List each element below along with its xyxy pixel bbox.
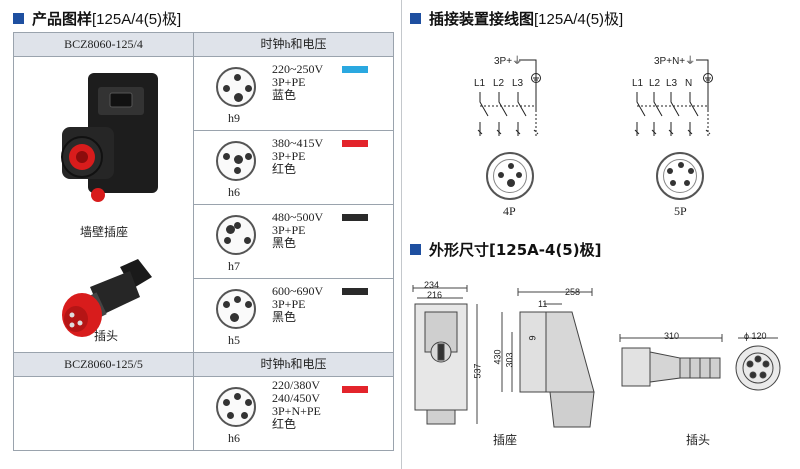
line-label-l1: L1 — [474, 78, 486, 89]
dim-310: 310 — [664, 331, 680, 341]
spec-text: 220/380V 240/450V 3P+N+PE 红色 — [272, 379, 321, 431]
voltage: 480~500V — [272, 210, 324, 224]
dim-537: 537 — [472, 363, 483, 379]
product-image-cell: 墙壁插座 插头 — [13, 56, 194, 353]
color-swatch — [342, 140, 368, 147]
diagram-name-5p: 5P — [674, 204, 687, 218]
column-divider — [401, 0, 402, 469]
line-label-l1: L1 — [632, 78, 644, 89]
socket-face-icon — [216, 387, 256, 427]
clock-label: h6 — [228, 431, 240, 445]
color-swatch — [342, 66, 368, 73]
wiring-top-label: 3P+⏚ — [494, 56, 523, 67]
dim-11: 11 — [538, 299, 548, 309]
clock-label: h5 — [228, 333, 240, 347]
spec-row-2: h6 380~415V 3P+PE 红色 — [193, 130, 394, 205]
socket-face-icon — [216, 141, 256, 181]
plug-face-4p-icon — [486, 152, 534, 200]
title-normal: [125A/4(5)极] — [534, 11, 624, 28]
caption-plug: 插头 — [94, 329, 119, 343]
poles: 3P+PE — [272, 149, 306, 163]
plug-face-5p-icon — [656, 152, 704, 200]
title-normal: [125A/4(5)极] — [92, 11, 182, 28]
section-title-dimensions: 外形尺寸 [125A-4(5)极] — [410, 239, 601, 260]
poles: 3P+N+PE — [272, 404, 321, 418]
socket-face-icon — [216, 67, 256, 107]
color-name: 黑色 — [272, 236, 297, 250]
line-label-n: N — [685, 78, 693, 89]
voltage-2: 240/450V — [272, 391, 320, 405]
spec-row-5: h6 220/380V 240/450V 3P+N+PE 红色 — [193, 376, 394, 451]
spec-row-3: h7 480~500V 3P+PE 黑色 — [193, 204, 394, 279]
spec-text: 480~500V 3P+PE 黑色 — [272, 211, 323, 250]
dim-9: 9 — [527, 335, 538, 341]
socket-side-drawing — [501, 288, 595, 428]
clock-voltage-header-1: 时钟h和电压 — [193, 32, 394, 57]
wiring-lines-4p — [477, 59, 541, 136]
section-title-wiring: 插接装置接线图 [125A/4(5)极] — [410, 8, 623, 29]
socket-front-drawing — [412, 285, 478, 425]
clock-voltage-header-2: 时钟h和电压 — [193, 352, 394, 377]
wiring-lines-5p — [634, 59, 713, 136]
color-name: 蓝色 — [272, 88, 297, 102]
voltage: 220~250V — [272, 62, 324, 76]
caption-plug-dims: 插头 — [686, 433, 711, 447]
dim-258: 258 — [565, 287, 581, 297]
clock-label: h9 — [228, 111, 240, 125]
socket-face-icon — [216, 215, 256, 255]
color-swatch — [342, 288, 368, 295]
color-name: 红色 — [272, 162, 297, 176]
line-label-l3: L3 — [666, 78, 678, 89]
poles: 3P+PE — [272, 223, 306, 237]
section-title-product: 产品图样 [125A/4(5)极] — [13, 8, 181, 29]
title-bold: 插接装置接线图 — [429, 10, 535, 28]
voltage: 380~415V — [272, 136, 324, 150]
plug-dimension-drawing — [619, 334, 781, 391]
title-bold: 产品图样 — [32, 10, 93, 28]
poles: 3P+PE — [272, 75, 306, 89]
wiring-diagram-4p: 3P+⏚ L1 L2 L3 4P — [468, 40, 568, 220]
dim-430: 430 — [492, 349, 503, 365]
dim-303: 303 — [504, 352, 515, 368]
wiring-top-label: 3P+N+⏚ — [654, 56, 696, 67]
dim-216: 216 — [427, 290, 443, 300]
empty-image-cell — [13, 376, 194, 451]
socket-face-icon — [216, 289, 256, 329]
title-bold: 外形尺寸 — [429, 241, 490, 259]
spec-row-4: h5 600~690V 3P+PE 黑色 — [193, 278, 394, 353]
poles: 3P+PE — [272, 297, 306, 311]
caption-wall-socket: 墙壁插座 — [80, 225, 129, 239]
product-table: BCZ8060-125/4 时钟h和电压 墙壁插座 — [13, 32, 394, 451]
color-name: 黑色 — [272, 310, 297, 324]
title-square-icon — [410, 244, 421, 255]
line-label-l3: L3 — [512, 78, 524, 89]
dim-diameter-120: ϕ 120 — [744, 331, 767, 341]
wiring-diagram-5p: 3P+N+⏚ L1 L2 L3 N 5P — [628, 40, 738, 220]
clock-label: h7 — [228, 259, 240, 273]
spec-text: 380~415V 3P+PE 红色 — [272, 137, 323, 176]
plug-image — [62, 259, 152, 337]
model-header-2: BCZ8060-125/5 — [13, 352, 194, 377]
dim-234: 234 — [424, 280, 440, 290]
spec-text: 220~250V 3P+PE 蓝色 — [272, 63, 323, 102]
clock-label: h6 — [228, 185, 240, 199]
line-label-l2: L2 — [649, 78, 661, 89]
model-header-1: BCZ8060-125/4 — [13, 32, 194, 57]
title-square-icon — [410, 13, 421, 24]
voltage: 220/380V — [272, 378, 320, 392]
spec-row-1: h9 220~250V 3P+PE 蓝色 — [193, 56, 394, 131]
wall-socket-image — [61, 73, 158, 202]
color-swatch — [342, 214, 368, 221]
title-square-icon — [13, 13, 24, 24]
voltage: 600~690V — [272, 284, 324, 298]
color-swatch — [342, 386, 368, 393]
line-label-l2: L2 — [493, 78, 505, 89]
caption-socket-dims: 插座 — [493, 433, 518, 447]
title-normal: [125A-4(5)极] — [489, 241, 602, 259]
spec-text: 600~690V 3P+PE 黑色 — [272, 285, 323, 324]
diagram-name-4p: 4P — [503, 204, 516, 218]
color-name: 红色 — [272, 417, 297, 431]
